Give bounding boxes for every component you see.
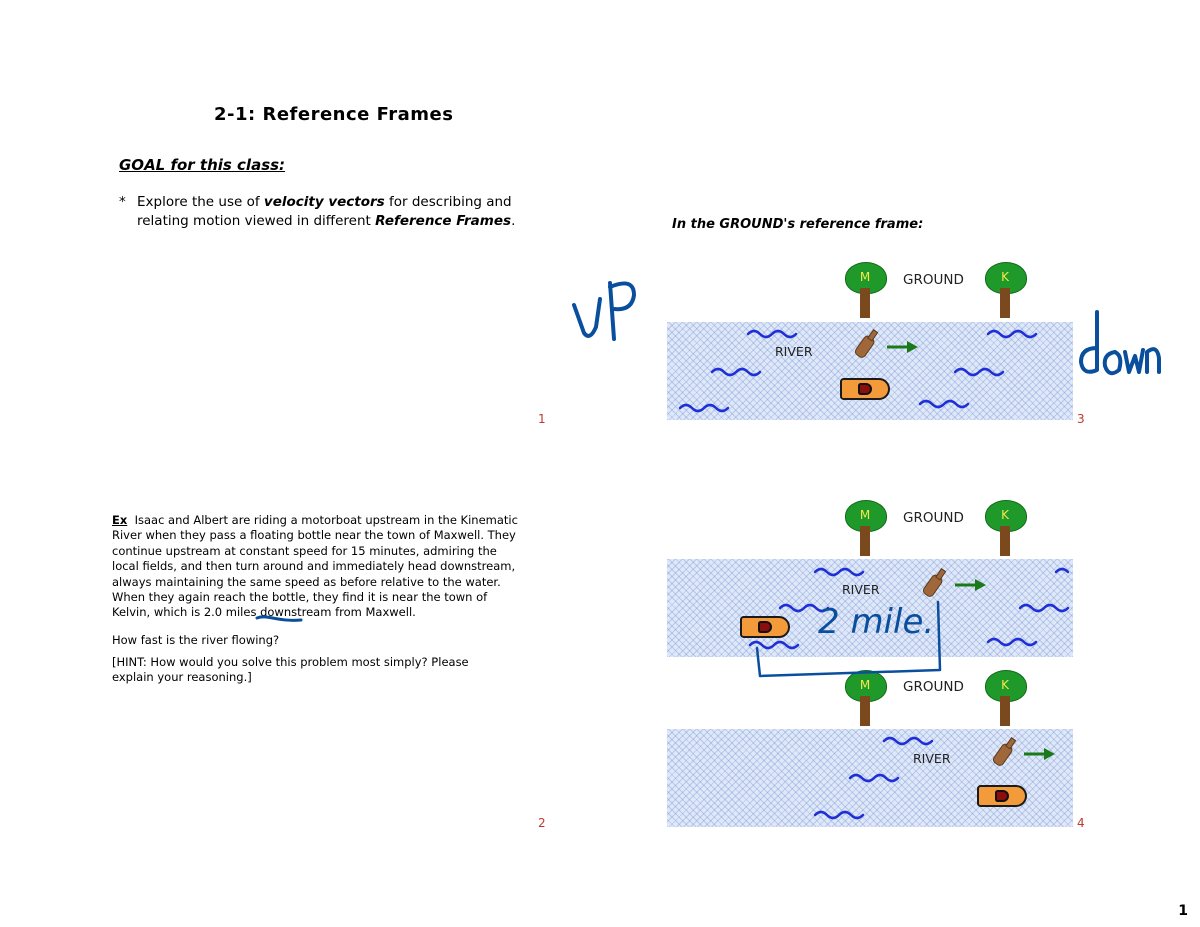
- bottle-icon: [854, 329, 879, 358]
- tree-label-k: K: [1001, 270, 1009, 284]
- svg-text:2 mile.: 2 mile.: [818, 602, 934, 642]
- bottle-icon: [992, 737, 1017, 766]
- bullet-emphasis-velocity: velocity vectors: [263, 194, 385, 210]
- tree-icon: M: [845, 670, 887, 726]
- tree-icon: K: [985, 500, 1027, 556]
- handwritten-down: [1079, 310, 1161, 376]
- bullet-text-3: .: [511, 213, 516, 229]
- example-text: Ex Isaac and Albert are riding a motorbo…: [112, 513, 522, 621]
- tree-icon: K: [985, 262, 1027, 318]
- tree-icon: M: [845, 262, 887, 318]
- example-label: Ex: [112, 513, 128, 527]
- river-label: RIVER: [842, 582, 880, 597]
- question: How fast is the river flowing?: [112, 633, 280, 647]
- handwritten-up: [572, 281, 636, 341]
- slide-title: 2-1: Reference Frames: [214, 104, 454, 125]
- page-number-1: 1: [538, 412, 546, 426]
- tree-label-k: K: [1001, 678, 1009, 692]
- goal-bullet: * Explore the use of velocity vectors fo…: [119, 193, 539, 231]
- boat-icon: [840, 378, 890, 400]
- page-number-4: 4: [1077, 816, 1085, 830]
- document-page-number: 1: [1178, 903, 1188, 919]
- arrow-right-icon: [1024, 748, 1055, 760]
- page-number-2: 2: [538, 816, 546, 830]
- river-label: RIVER: [775, 344, 813, 359]
- arrow-right-icon: [887, 341, 918, 353]
- handwritten-underline: [255, 615, 303, 622]
- bullet-text-1: Explore the use of: [137, 194, 264, 210]
- slide3-heading: In the GROUND's reference frame:: [672, 217, 924, 232]
- hint: [HINT: How would you solve this problem …: [112, 655, 469, 685]
- page-number-3: 3: [1077, 412, 1085, 426]
- handwritten-note-icon: 2 mile.: [818, 602, 934, 642]
- example-body: Isaac and Albert are riding a motorboat …: [112, 513, 518, 620]
- tree-label-m: M: [859, 678, 871, 692]
- river: [667, 559, 1073, 657]
- tree-label-m: M: [859, 270, 871, 284]
- bullet-star: *: [119, 194, 126, 210]
- tree-label-m: M: [859, 508, 871, 522]
- bullet-text-2: for describing and relating motion viewe…: [137, 194, 512, 229]
- goal-heading: GOAL for this class:: [119, 156, 286, 174]
- river-label: RIVER: [913, 751, 951, 766]
- ground-label: GROUND: [903, 510, 964, 526]
- tree-icon: K: [985, 670, 1027, 726]
- tree-label-k: K: [1001, 508, 1009, 522]
- boat-icon: [740, 616, 790, 638]
- arrow-right-icon: [955, 579, 986, 591]
- bottle-icon: [922, 568, 947, 597]
- ground-label: GROUND: [903, 679, 964, 695]
- boat-icon: [977, 785, 1027, 807]
- bullet-emphasis-frames: Reference Frames: [375, 213, 512, 229]
- ground-label: GROUND: [903, 272, 964, 288]
- tree-icon: M: [845, 500, 887, 556]
